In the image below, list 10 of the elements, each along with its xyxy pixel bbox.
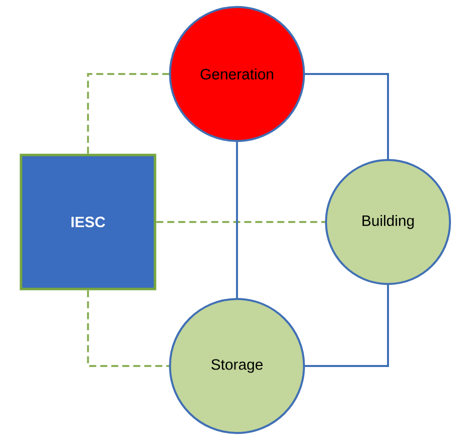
circle-node: Building xyxy=(325,159,451,285)
connector-line xyxy=(305,73,389,159)
circle-node: Generation xyxy=(169,6,305,142)
square-box: IESC xyxy=(20,154,156,290)
connector-line xyxy=(305,284,389,367)
dashed-connector xyxy=(87,290,169,367)
connector-line xyxy=(236,142,238,298)
circle-node: Storage xyxy=(169,298,305,434)
dashed-connector xyxy=(87,73,169,154)
dashed-connector xyxy=(156,221,325,223)
